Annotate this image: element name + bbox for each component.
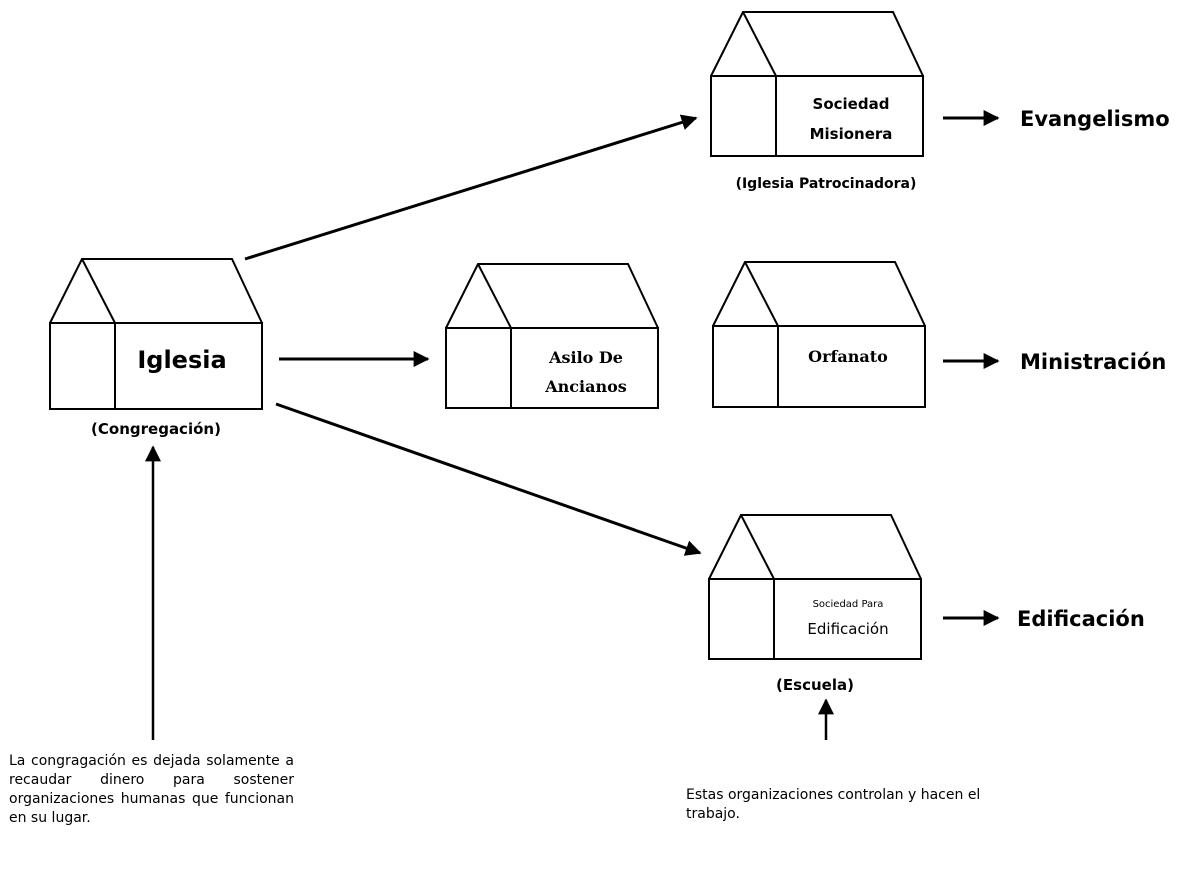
house-asilo-roof (445, 263, 659, 329)
edificacion-caption: (Escuela) (776, 676, 854, 694)
house-asilo (445, 263, 659, 409)
house-orfanato-front (777, 325, 926, 408)
misionera-label-line2: Misionera (810, 125, 893, 143)
house-orfanato-side (712, 325, 779, 408)
arrow-iglesia-to-edificacion (275, 402, 702, 556)
iglesia-label: Iglesia (137, 346, 226, 374)
house-iglesia (49, 258, 263, 410)
house-asilo-front (510, 327, 659, 409)
house-edificacion-front (773, 578, 922, 660)
house-misionera-side (710, 75, 777, 157)
outcome-edificacion: Edificación (1017, 607, 1145, 631)
house-sociedad-edificacion (708, 514, 922, 660)
house-edificacion-side (708, 578, 775, 660)
asilo-label-line2: Ancianos (544, 377, 627, 396)
house-asilo-side (445, 327, 512, 409)
note-organizaciones: Estas organizaciones controlan y hacen e… (686, 787, 981, 822)
misionera-label-line1: Sociedad (813, 95, 890, 113)
outcome-evangelismo: Evangelismo (1020, 107, 1170, 131)
house-misionera-front (775, 75, 924, 157)
house-orfanato-roof (712, 261, 926, 327)
house-misionera-roof (710, 11, 924, 77)
iglesia-caption: (Congregación) (91, 420, 221, 438)
outcome-ministracion: Ministración (1020, 350, 1166, 374)
orfanato-label: Orfanato (808, 347, 888, 366)
edificacion-label-line1: Sociedad Para (813, 599, 884, 610)
arrow-iglesia-to-misionera (244, 114, 698, 261)
house-iglesia-side (49, 322, 116, 410)
house-iglesia-front (114, 322, 263, 410)
house-iglesia-roof (49, 258, 263, 324)
house-edificacion-roof (708, 514, 922, 580)
edificacion-label-line2: Edificación (807, 620, 888, 638)
misionera-caption: (Iglesia Patrocinadora) (736, 176, 917, 192)
note-congregacion: La congragación es dejada solamente a re… (9, 753, 294, 826)
house-sociedad-misionera (710, 11, 924, 157)
house-orfanato (712, 261, 926, 408)
asilo-label-line1: Asilo De (548, 348, 623, 367)
